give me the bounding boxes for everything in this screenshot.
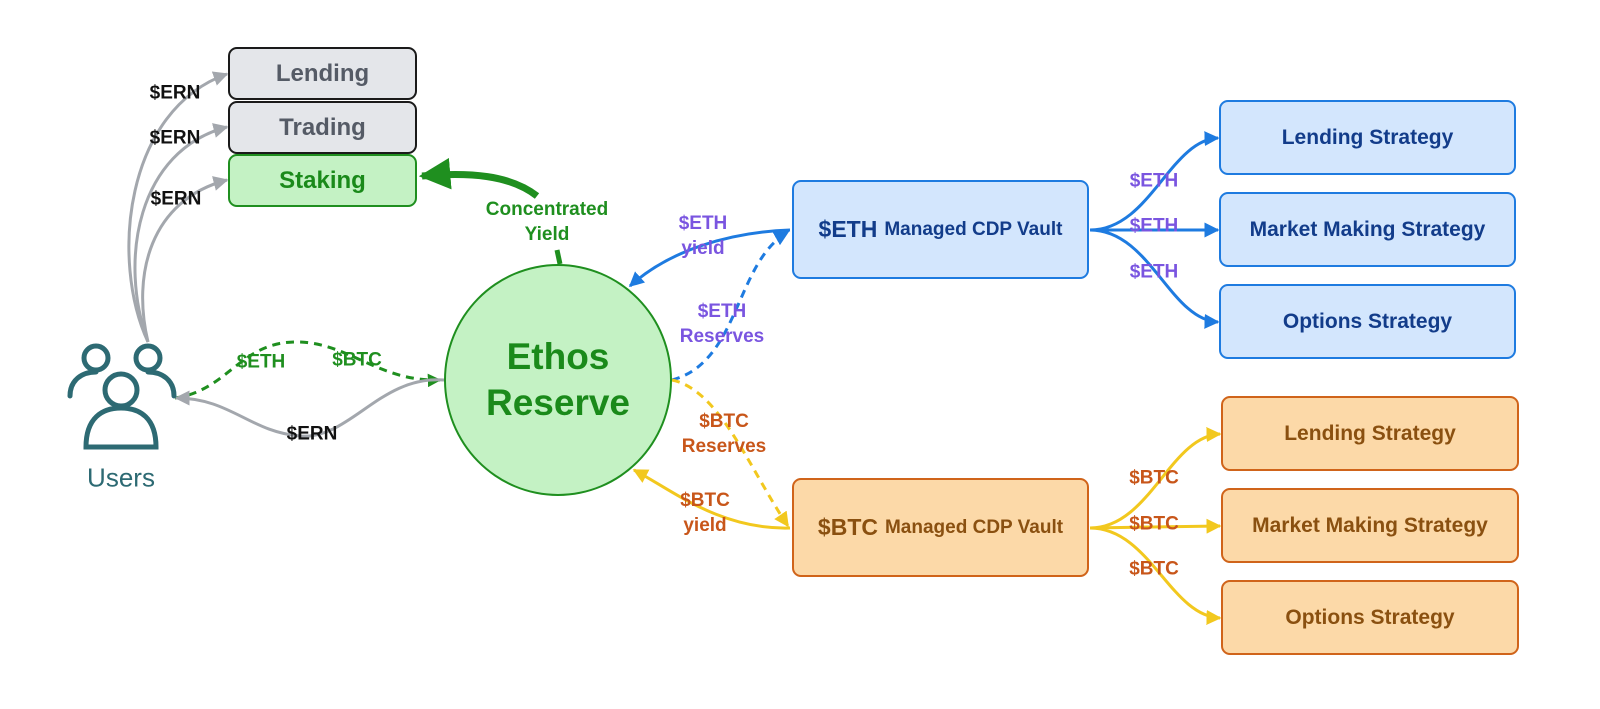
btc-flow-label-market-making: $BTC [1129, 513, 1179, 535]
ern-label-trading: $ERN [149, 127, 201, 149]
btc-market-making-strategy: Market Making Strategy [1221, 488, 1519, 563]
user-ern-label: $ERN [286, 423, 338, 445]
eth-managed-cdp-vault: $ETH Managed CDP Vault [792, 180, 1089, 279]
ern-arrow-trading [133, 123, 229, 343]
btc-reserves-arrow [671, 378, 790, 528]
btc-to-lending-arrow [1089, 427, 1222, 530]
btc-lending-strategy: Lending Strategy [1221, 396, 1519, 471]
eth-flow-label-options: $ETH [1129, 261, 1179, 283]
trading-app-box: Trading [228, 101, 417, 154]
concentrated-yield-label: Concentrated Yield [485, 199, 609, 245]
btc-yield-arrow [632, 468, 791, 530]
ethos-reserve-node: Ethos Reserve [444, 264, 672, 496]
eth-flow-label-lending: $ETH [1129, 170, 1179, 192]
ern-arrow-lending [127, 71, 229, 343]
lending-app-box: Lending [228, 47, 417, 100]
reserve-line1: Ethos [506, 336, 610, 377]
btc-to-market-making-arrow [1089, 518, 1222, 534]
concentrated-yield-arrow [418, 157, 540, 199]
eth-yield-arrow [628, 228, 791, 288]
btc-reserves-label: $BTC Reserves [681, 411, 767, 457]
btc-managed-cdp-vault: $BTC Managed CDP Vault [792, 478, 1089, 577]
ern-label-lending: $ERN [149, 82, 201, 104]
btc-vault-asset: $BTC [817, 514, 878, 540]
reserve-line2: Reserve [485, 382, 630, 423]
user-eth-label: $ETH [236, 351, 286, 373]
btc-flow-label-options: $BTC [1129, 558, 1179, 580]
ern-arrow-staking [141, 176, 229, 343]
ern-label-staking: $ERN [150, 188, 202, 210]
ern-return-arrow [174, 378, 445, 438]
staking-app-box: Staking [228, 154, 417, 207]
eth-to-options-arrow [1089, 228, 1220, 329]
eth-market-making-strategy: Market Making Strategy [1219, 192, 1516, 267]
eth-reserves-label: $ETH Reserves [679, 301, 765, 347]
eth-flow-label-market-making: $ETH [1129, 215, 1179, 237]
eth-vault-asset: $ETH [818, 216, 878, 242]
users-icon [67, 343, 177, 450]
btc-yield-label: $BTC yield [680, 490, 730, 536]
eth-vault-label: Managed CDP Vault [884, 218, 1063, 240]
eth-reserves-arrow [671, 230, 790, 382]
btc-to-options-arrow [1089, 526, 1222, 625]
eth-options-strategy: Options Strategy [1219, 284, 1516, 359]
eth-yield-label: $ETH yield [678, 213, 728, 259]
users-label: Users [87, 462, 155, 493]
eth-to-lending-arrow [1089, 131, 1220, 232]
concentrated-yield-stub [554, 249, 563, 265]
btc-flow-label-lending: $BTC [1129, 467, 1179, 489]
btc-options-strategy: Options Strategy [1221, 580, 1519, 655]
btc-vault-label: Managed CDP Vault [884, 516, 1064, 538]
users-deposit-arrow [174, 340, 442, 400]
user-btc-label: $BTC [332, 349, 382, 371]
eth-lending-strategy: Lending Strategy [1219, 100, 1516, 175]
